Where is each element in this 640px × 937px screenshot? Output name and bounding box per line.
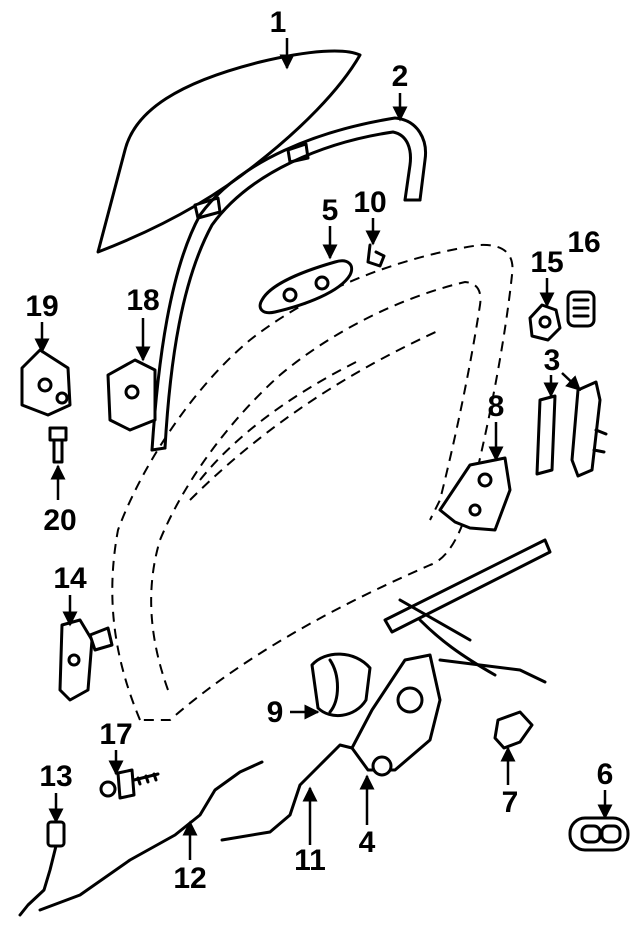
hinge-bolt-part xyxy=(48,426,68,464)
callout-10: 10 xyxy=(353,186,386,219)
callout-14: 14 xyxy=(53,562,87,595)
callout-15: 15 xyxy=(530,246,563,279)
regulator-bracket-part xyxy=(493,710,534,750)
lower-hinge-part xyxy=(58,618,114,702)
callout-8: 8 xyxy=(488,390,505,423)
callout-4: 4 xyxy=(359,826,376,859)
channel-seal-part xyxy=(535,380,608,478)
cable-connector-part xyxy=(18,820,66,917)
window-switch-part xyxy=(568,816,630,852)
grommet-part xyxy=(566,290,596,328)
callout-5: 5 xyxy=(322,194,339,227)
callout-3: 3 xyxy=(544,344,561,377)
leader-lines xyxy=(34,38,613,860)
outside-handle-part xyxy=(258,259,354,315)
lock-rod-part xyxy=(220,743,354,842)
callout-6: 6 xyxy=(597,758,614,791)
door-outline-dashed xyxy=(111,243,514,721)
upper-hinge-part xyxy=(20,348,72,417)
lock-cylinder-part xyxy=(528,303,562,342)
handle-rod-part xyxy=(38,760,264,912)
callout-13: 13 xyxy=(39,760,72,793)
housing-part xyxy=(310,652,372,717)
door-glass-part xyxy=(96,49,362,254)
bolt-screw-part xyxy=(99,768,160,800)
callout-20: 20 xyxy=(43,504,76,537)
door-latch-part xyxy=(438,456,512,532)
callout-17: 17 xyxy=(99,718,132,751)
callout-1: 1 xyxy=(270,6,287,39)
callout-18: 18 xyxy=(126,284,159,317)
callout-12: 12 xyxy=(173,862,206,895)
glass-run-channel-part xyxy=(150,116,428,452)
rod-clip-part xyxy=(366,243,386,268)
callout-11: 11 xyxy=(294,844,326,877)
callout-19: 19 xyxy=(25,290,58,323)
callout-16: 16 xyxy=(567,226,600,259)
door-hinge-part xyxy=(106,358,157,432)
callout-9: 9 xyxy=(267,696,284,729)
callout-2: 2 xyxy=(392,60,409,93)
window-regulator-part xyxy=(350,538,552,777)
callout-7: 7 xyxy=(502,786,519,819)
